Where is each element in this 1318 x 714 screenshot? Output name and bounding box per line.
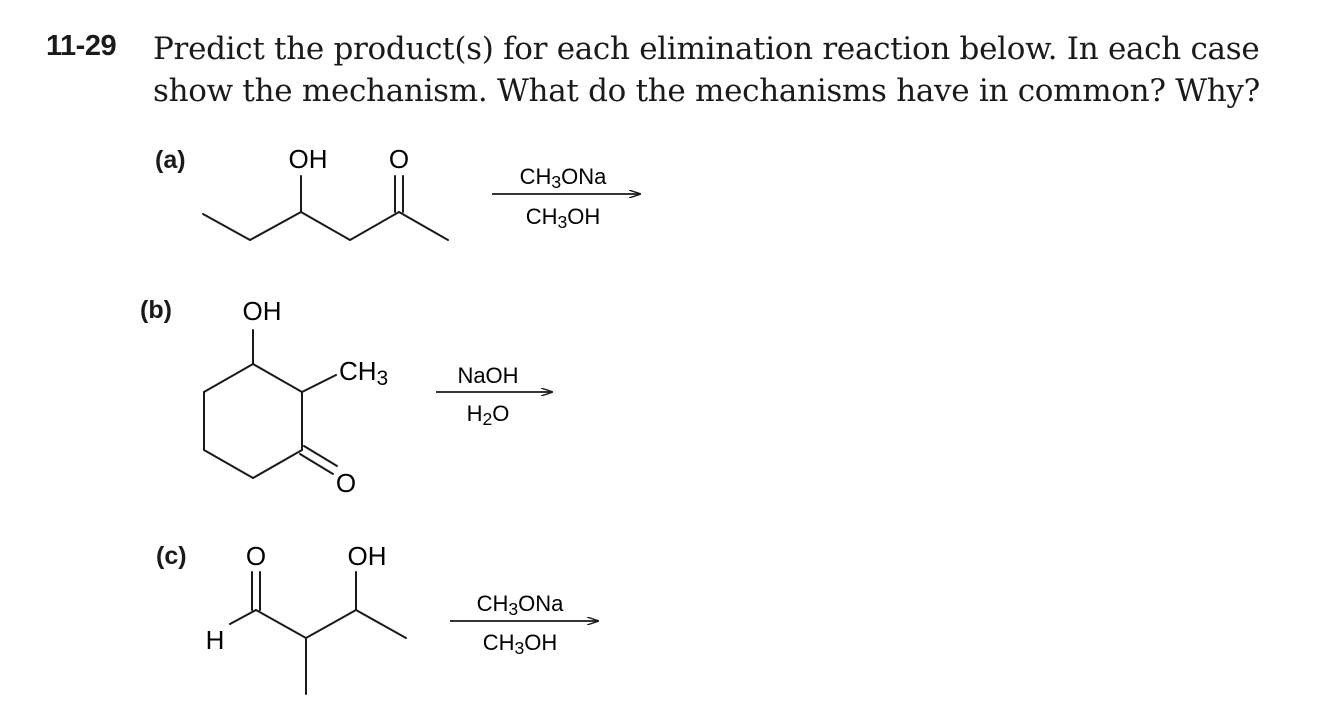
reagent-b-above: NaOH [457,363,518,388]
molecule-c-oxygen-label: O [246,541,266,571]
molecule-b-methyl-label: CH3 [339,356,388,390]
reagent-a-below: CH3OH [526,204,601,232]
molecule-c-bond [355,609,407,639]
part-c-label: (c) [156,542,187,570]
molecule-c-hydrogen-label: H [206,625,225,655]
molecule-a-bond [398,211,449,241]
molecule-a [202,175,449,241]
part-a-label: (a) [155,146,186,174]
problem-number: 11-29 [46,30,117,62]
molecule-b-bond-carbonyl [303,445,338,467]
reagent-a-above: CH3ONa [520,164,608,192]
molecule-b-bond-carbonyl [299,453,334,475]
problem-statement-line-2: show the mechanism. What do the mechanis… [153,73,1260,109]
problem-statement-line-1: Predict the product(s) for each eliminat… [153,31,1260,67]
molecule-c-bond [305,609,357,639]
molecule-b-hydroxyl-label: OH [243,296,282,326]
molecule-b-ring-bond [252,449,303,479]
molecule-b-ring-bond [203,363,254,393]
molecule-a-hydroxyl-label: OH [289,144,328,174]
molecule-a-bond [349,211,400,241]
reagent-c-above: CH3ONa [477,591,565,619]
part-b-label: (b) [140,296,172,324]
molecule-c-bond-aldehyde-h [229,609,257,625]
molecule-b-ring-bond [203,449,254,479]
molecule-a-oxygen-label: O [389,144,409,174]
molecule-b-oxygen-label: O [336,468,356,498]
molecule-c-hydroxyl-label: OH [348,541,387,571]
molecule-b [203,329,338,479]
molecule-b-bond-methyl [301,374,337,393]
molecule-a-bond [249,211,302,241]
molecule-a-bond [300,211,351,241]
reagent-c-below: CH3OH [483,630,558,658]
molecule-c-bond [255,609,307,639]
molecule-c [229,571,407,695]
reagent-b-below: H2O [467,401,510,429]
molecule-a-bond [202,213,251,241]
problem-statement: Predict the product(s) for each eliminat… [153,28,1303,112]
molecule-b-ring-bond [252,363,303,393]
